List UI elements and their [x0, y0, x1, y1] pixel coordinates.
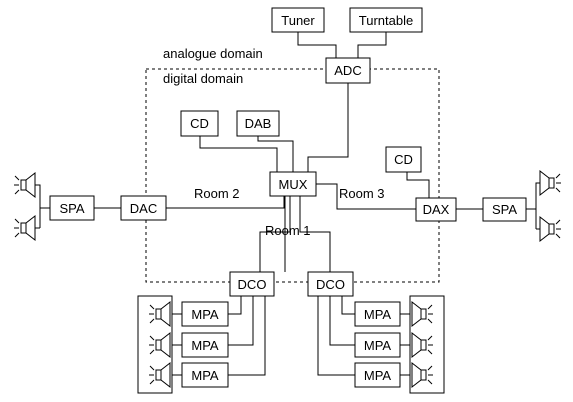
turntable-block: Turntable	[349, 7, 423, 33]
connection-wires	[32, 32, 543, 376]
mpa-right-1-label: MPA	[364, 307, 392, 322]
dac-block: DAC	[120, 195, 167, 221]
mpa-left-1-label: MPA	[191, 307, 219, 322]
digital-domain-label: digital domain	[163, 71, 243, 86]
adc-block: ADC	[325, 57, 371, 84]
tuner-label: Tuner	[281, 13, 315, 28]
dac-label: DAC	[130, 201, 157, 216]
spa-right-label: SPA	[492, 202, 517, 217]
mpa-right-2-block: MPA	[354, 332, 401, 358]
mux-label: MUX	[279, 177, 308, 192]
speaker-icon	[539, 216, 562, 242]
mpa-left-1-block: MPA	[181, 301, 229, 327]
cd-left-label: CD	[190, 116, 209, 131]
room-1-label: Room 1	[265, 223, 311, 238]
mpa-left-2-label: MPA	[191, 338, 219, 353]
spa-left-label: SPA	[59, 201, 84, 216]
dco-left-block: DCO	[229, 271, 275, 297]
dax-label: DAX	[423, 202, 450, 217]
mpa-right-3-label: MPA	[364, 368, 392, 383]
dco-right-block: DCO	[307, 271, 354, 297]
dco-left-label: DCO	[238, 277, 267, 292]
dax-block: DAX	[415, 197, 457, 222]
analogue-domain-label: analogue domain	[163, 46, 263, 61]
mux-block: MUX	[269, 171, 317, 197]
room-3-label: Room 3	[339, 186, 385, 201]
mpa-right-2-label: MPA	[364, 338, 392, 353]
mpa-left-3-block: MPA	[181, 362, 229, 388]
speaker-icon	[13, 215, 36, 241]
dco-right-label: DCO	[316, 277, 345, 292]
mpa-left-2-block: MPA	[181, 332, 229, 358]
spa-right-block: SPA	[482, 197, 527, 222]
dab-label: DAB	[245, 116, 272, 131]
mpa-left-3-label: MPA	[191, 368, 219, 383]
tuner-block: Tuner	[271, 7, 325, 33]
speaker-icon	[539, 170, 562, 196]
adc-label: ADC	[334, 63, 361, 78]
cd-right-block: CD	[385, 146, 422, 173]
digital-domain-boundary	[145, 68, 440, 283]
mpa-right-1-block: MPA	[354, 301, 401, 327]
speaker-icon	[13, 172, 36, 198]
dab-block: DAB	[236, 110, 280, 137]
turntable-label: Turntable	[359, 13, 413, 28]
room-2-label: Room 2	[194, 186, 240, 201]
mpa-right-3-block: MPA	[354, 362, 401, 388]
cd-right-label: CD	[394, 152, 413, 167]
spa-left-block: SPA	[49, 195, 95, 221]
cd-left-block: CD	[180, 110, 219, 137]
